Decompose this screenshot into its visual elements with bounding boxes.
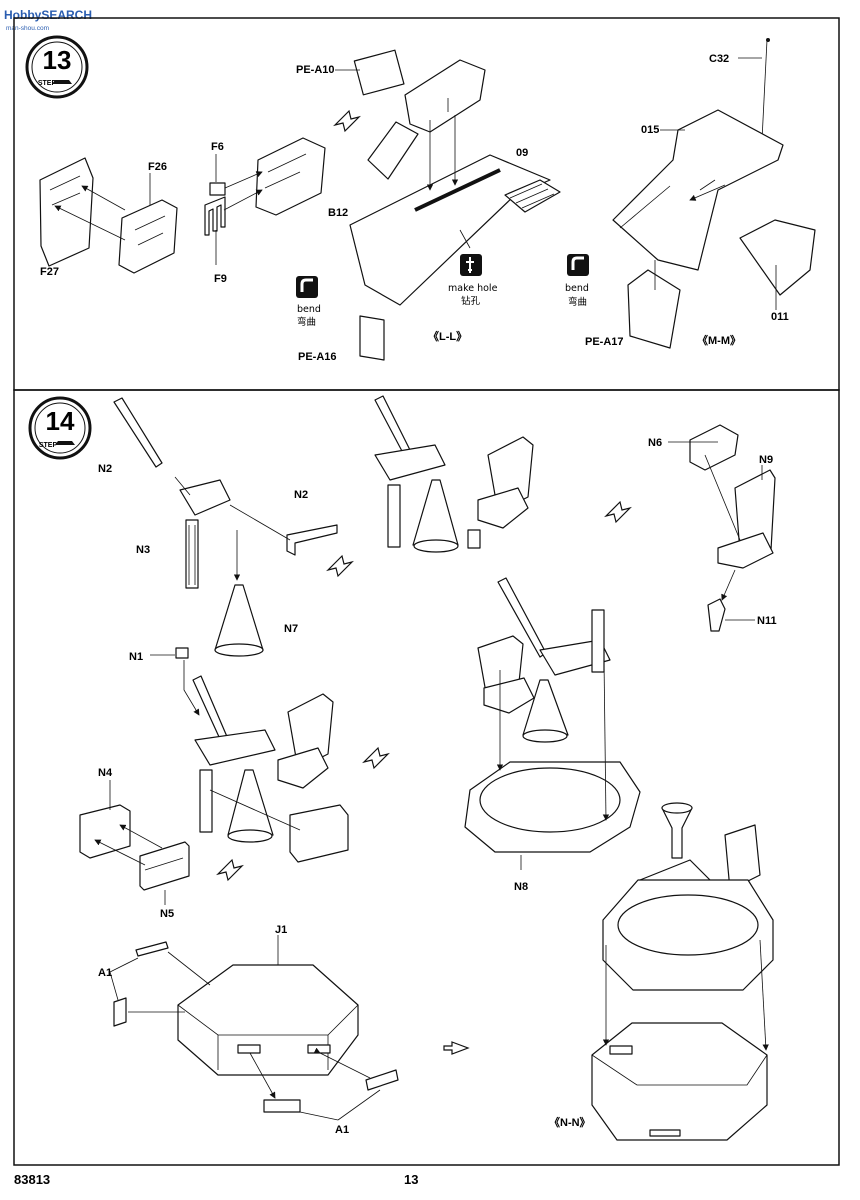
watermark: HobbySEARCH man-shou.com [4, 8, 92, 32]
step-13-badge: 13 STEP [25, 35, 89, 99]
fender-assembly-ll [335, 49, 561, 361]
part-label-pe-a17: PE-A17 [585, 336, 624, 348]
step-13-number: 13 [43, 45, 72, 75]
part-label-09: 09 [516, 147, 528, 159]
bend-icon [567, 254, 589, 276]
part-label-f6: F6 [211, 141, 224, 153]
part-label-a1: A1 [98, 967, 112, 979]
seat-assembly-top [374, 395, 534, 553]
tank-icon [52, 80, 72, 84]
part-label-n2-right: N2 [294, 489, 308, 501]
part-label-011: 011 [771, 311, 789, 323]
jerrycan-assembly-mid [204, 137, 326, 265]
part-label-n8: N8 [514, 881, 528, 893]
turret-assembly-nn [591, 802, 774, 1141]
part-label-f27: F27 [40, 266, 59, 278]
part-label-a1-bottom: A1 [335, 1124, 349, 1136]
section-label-mm: 《M-M》 [697, 334, 741, 347]
part-label-f9: F9 [214, 273, 227, 285]
direction-arrow [216, 858, 244, 882]
step-14-badge: 14 STEP [28, 396, 92, 460]
bend-label-en: bend [565, 283, 589, 294]
part-label-015: 015 [641, 124, 659, 136]
part-label-pe-a16: PE-A16 [298, 351, 337, 363]
part-label-n3: N3 [136, 544, 150, 556]
part-label-c32: C32 [709, 53, 729, 65]
ring-assembly-n8 [464, 577, 641, 870]
part-label-n6: N6 [648, 437, 662, 449]
part-label-f26: F26 [148, 161, 167, 173]
part-label-n4: N4 [98, 767, 113, 779]
step-14-frame [13, 389, 840, 1166]
catalog-number: 83813 [14, 1172, 50, 1187]
part-label-j1: J1 [275, 924, 287, 936]
direction-arrow [604, 500, 632, 524]
bend-label-zh: 弯曲 [568, 296, 587, 308]
direction-arrow [333, 109, 361, 133]
part-label-n1: N1 [129, 651, 143, 663]
direction-arrow [326, 554, 354, 578]
bend-label-en: bend [297, 304, 321, 315]
bend-label-zh: 弯曲 [297, 316, 316, 328]
bend-icon [296, 276, 318, 298]
jerrycan-assembly-left [39, 157, 178, 274]
part-label-b12: B12 [328, 207, 348, 219]
seat-assembly-n9 [668, 424, 776, 632]
drill-icon [460, 254, 482, 276]
part-label-n9: N9 [759, 454, 773, 466]
watermark-brand: HobbySEARCH [4, 8, 92, 22]
direction-arrow [443, 1041, 470, 1055]
tank-icon [55, 441, 75, 445]
section-label-nn: 《N-N》 [549, 1116, 591, 1129]
part-label-n5: N5 [160, 908, 174, 920]
make-hole-label-zh: 钻孔 [461, 295, 481, 307]
step-14-caption: STEP [39, 442, 58, 449]
step-13-caption: STEP [38, 80, 57, 87]
hull-assembly-j1 [109, 935, 399, 1121]
part-label-pe-a10: PE-A10 [296, 64, 335, 76]
mount-assembly-n3 [113, 397, 338, 657]
make-hole-label-en: make hole [448, 283, 498, 294]
watermark-site: man-shou.com [6, 25, 49, 32]
page-number: 13 [404, 1172, 418, 1187]
mount-assembly-n1 [79, 647, 349, 905]
section-label-ll: 《L-L》 [428, 330, 467, 343]
direction-arrow [362, 746, 390, 770]
fender-assembly-mm [612, 38, 816, 349]
step-14-number: 14 [46, 406, 75, 436]
part-label-n7: N7 [284, 623, 298, 635]
part-label-n11: N11 [757, 615, 777, 627]
part-label-n2: N2 [98, 463, 112, 475]
